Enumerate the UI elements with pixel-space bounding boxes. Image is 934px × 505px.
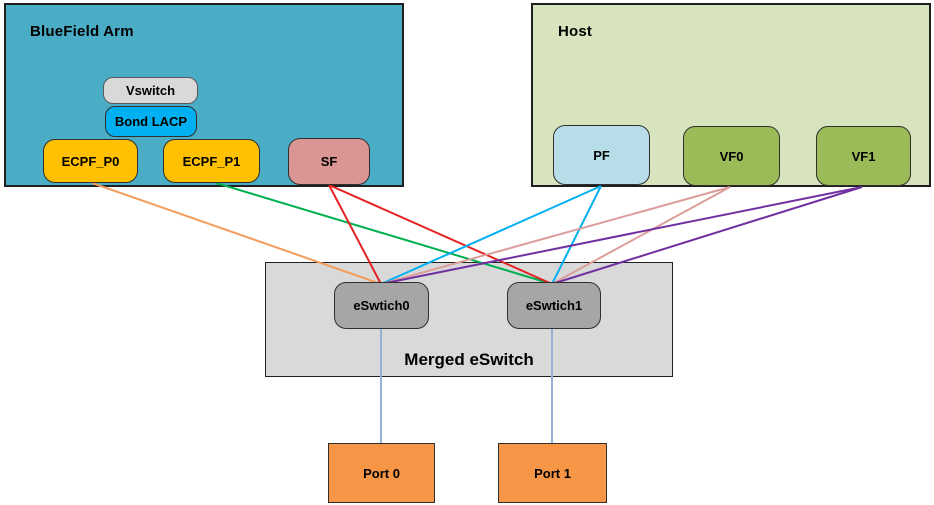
ecpf-p1-label: ECPF_P1 [182,153,241,169]
bond-lacp-node: Bond LACP [105,106,197,137]
vswitch-label: Vswitch [125,83,176,98]
vf1-label: VF1 [851,148,876,164]
vf0-label: VF0 [719,148,744,164]
eswitch1-label: eSwtich1 [525,298,583,313]
sf-node: SF [288,138,370,185]
vf1-node: VF1 [816,126,911,186]
host-title: Host [558,23,593,40]
sf-label: SF [320,154,338,169]
ecpf-p0-node: ECPF_P0 [43,139,138,183]
ecpf-p1-node: ECPF_P1 [163,139,260,183]
pf-label: PF [593,147,610,163]
merged-eswitch-title: Merged eSwitch [404,350,534,369]
merged-eswitch-box: Merged eSwitch [265,262,673,377]
pf-node: PF [553,125,650,185]
port1-node: Port 1 [498,443,607,503]
bond-lacp-label: Bond LACP [114,114,188,129]
ecpf-p0-label: ECPF_P0 [61,153,120,169]
bluefield-arm-title: BlueField Arm [30,23,134,40]
eswitch0-node: eSwtich0 [334,282,429,329]
port0-label: Port 0 [363,465,400,481]
vswitch-node: Vswitch [103,77,198,104]
eswitch0-label: eSwtich0 [353,298,410,313]
vf0-node: VF0 [683,126,780,186]
port0-node: Port 0 [328,443,435,503]
eswitch1-node: eSwtich1 [507,282,601,329]
port1-label: Port 1 [534,465,571,481]
